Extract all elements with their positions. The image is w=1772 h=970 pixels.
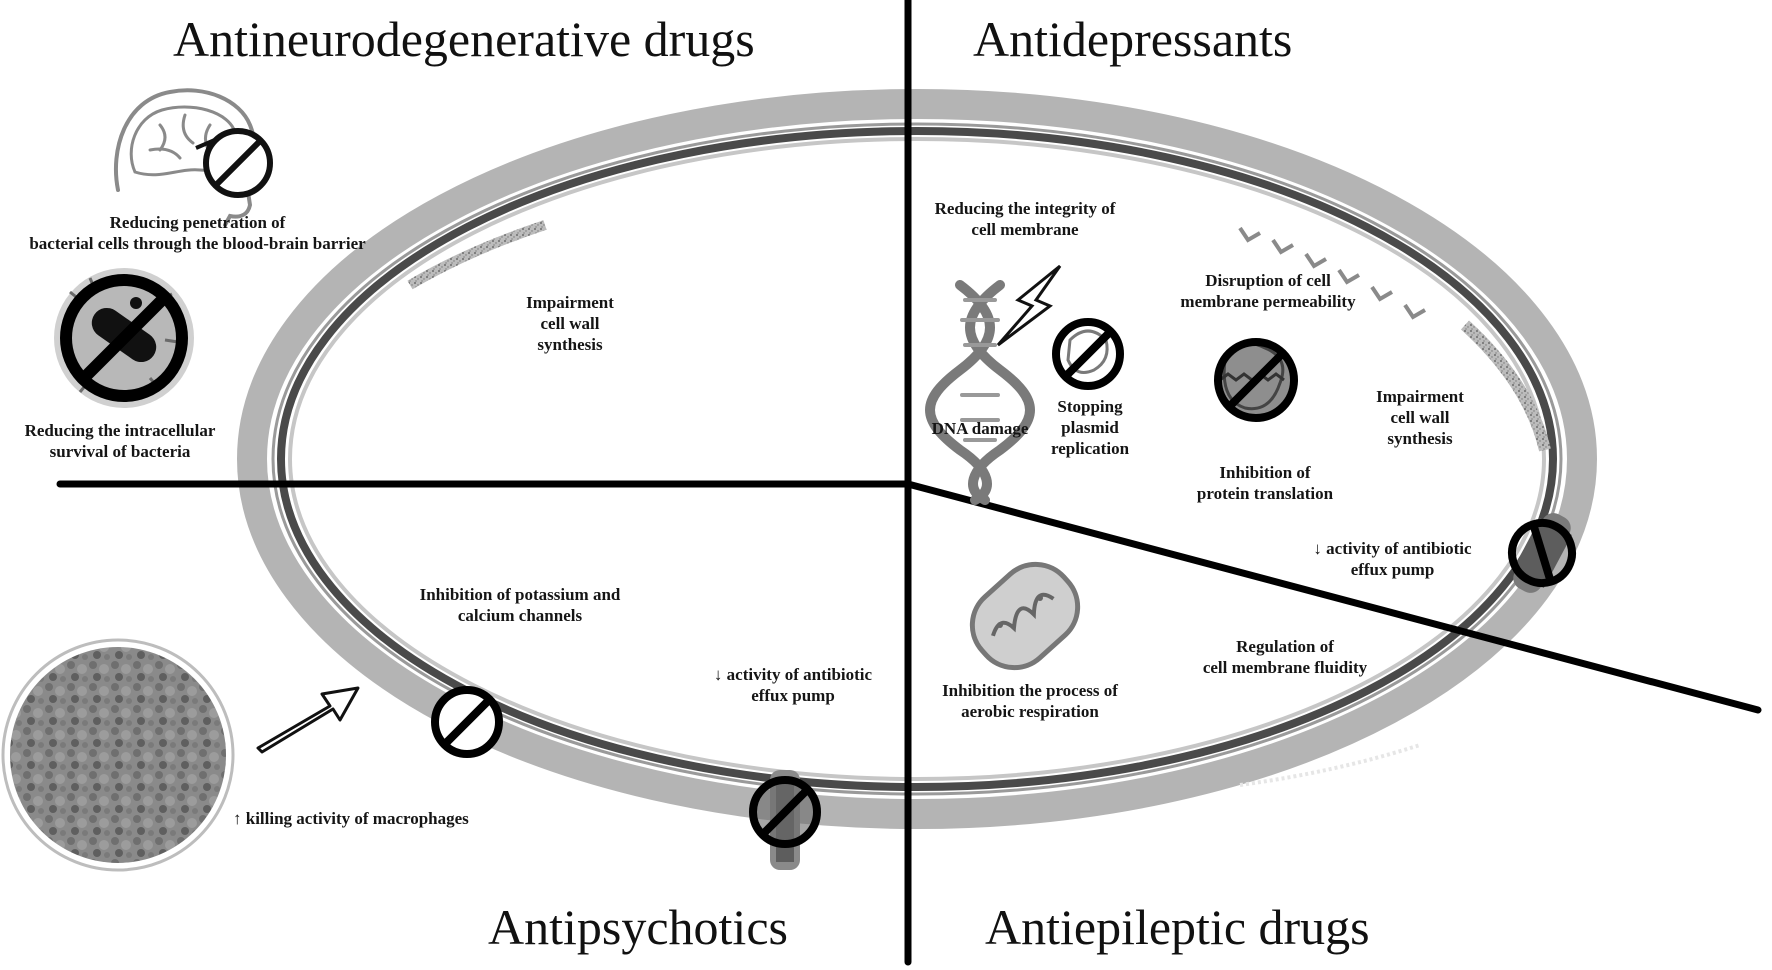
label-line: Reducing the integrity of [934, 199, 1116, 218]
lightning-icon [996, 264, 1062, 347]
damaged-wall-bottom [1239, 743, 1421, 787]
label-line: effux pump [1350, 560, 1435, 579]
label-line: Reducing penetration of [109, 213, 286, 232]
label-line: aerobic respiration [961, 702, 1099, 721]
label-dna-damage: DNA damage [915, 418, 1045, 439]
bbb-no-sign-icon [195, 128, 273, 198]
label-line: Inhibition of [1219, 463, 1311, 482]
membrane-disruption-marks [1238, 226, 1427, 320]
label-impair-left: Impairment cell wall synthesis [500, 292, 640, 355]
label-respiration: Inhibition the process of aerobic respir… [920, 680, 1140, 722]
label-permeability: Disruption of cell membrane permeability [1163, 270, 1373, 312]
label-line: Inhibition the process of [942, 681, 1118, 700]
label-line: replication [1050, 439, 1130, 458]
label-line: ↓ activity of antibiotic [1313, 539, 1472, 558]
ribosome-icon [1214, 338, 1298, 422]
efflux-pump-right-icon [1508, 513, 1576, 593]
damaged-wall-left [407, 220, 547, 290]
label-line: bacterial cells through the blood-brain … [29, 234, 366, 253]
label-impair-right: Impairment cell wall synthesis [1355, 386, 1485, 449]
label-intracellular: Reducing the intracellular survival of b… [0, 420, 240, 462]
label-channels: Inhibition of potassium and calcium chan… [400, 584, 640, 626]
label-line: synthesis [537, 335, 603, 354]
label-line: calcium channels [457, 606, 583, 625]
label-line: cell membrane fluidity [1202, 658, 1368, 677]
efflux-pump-bottom-icon [749, 770, 821, 870]
cell-membrane [277, 127, 1557, 791]
title-antipsychotics: Antipsychotics [488, 899, 788, 955]
label-fluidity: Regulation of cell membrane fluidity [1185, 636, 1385, 678]
label-line: Disruption of cell [1205, 271, 1331, 290]
label-efflux-right: ↓ activity of antibiotic effux pump [1290, 538, 1495, 580]
label-line: effux pump [751, 686, 835, 705]
label-line: ↓ activity of antibiotic [713, 665, 873, 684]
title-antineurodegenerative: Antineurodegenerative drugs [173, 11, 755, 67]
label-line: Inhibition of potassium and [419, 585, 621, 604]
dna-icon [925, 280, 1035, 505]
damaged-wall-right [1460, 320, 1551, 452]
label-line: Reducing the intracellular [24, 421, 216, 440]
label-line: DNA damage [931, 419, 1029, 438]
label-plasmid: Stopping plasmid replication [1040, 396, 1140, 459]
label-line: Stopping [1057, 397, 1123, 416]
label-line: synthesis [1387, 429, 1453, 448]
arrow-icon [256, 686, 360, 754]
label-line: cell membrane [971, 220, 1079, 239]
label-efflux-left: ↓ activity of antibiotic effux pump [693, 664, 893, 706]
label-line: ↑ killing activity of macrophages [233, 809, 469, 828]
label-line: Impairment [1376, 387, 1464, 406]
label-line: plasmid [1061, 418, 1119, 437]
bacterium-in-cell-icon [54, 268, 194, 408]
label-line: cell wall [1390, 408, 1450, 427]
bacterial-cell [237, 89, 1597, 829]
label-line: survival of bacteria [49, 442, 191, 461]
label-line: cell wall [540, 314, 600, 333]
ion-channel-icon [431, 686, 503, 758]
label-line: protein translation [1196, 484, 1334, 503]
diagonal-divider [904, 480, 1762, 714]
title-antiepileptic: Antiepileptic drugs [985, 899, 1370, 955]
cell-membrane-inner [288, 137, 1546, 781]
label-line: Impairment [526, 293, 614, 312]
plasmid-icon [1052, 318, 1124, 390]
title-antidepressants: Antidepressants [973, 11, 1293, 67]
mitochondrion-icon [969, 561, 1081, 671]
label-macrophages: ↑ killing activity of macrophages [233, 808, 523, 829]
cell-wall-inner [271, 122, 1563, 796]
macrophage-icon [1, 638, 235, 872]
label-membrane-integrity: Reducing the integrity of cell membrane [905, 198, 1145, 240]
quadrant-dividers [56, 0, 1762, 966]
label-bbb: Reducing penetration of bacterial cells … [5, 212, 390, 254]
label-protein-translation: Inhibition of protein translation [1180, 462, 1350, 504]
label-line: membrane permeability [1180, 292, 1356, 311]
cell-wall-outer [237, 89, 1597, 829]
label-line: Regulation of [1236, 637, 1334, 656]
